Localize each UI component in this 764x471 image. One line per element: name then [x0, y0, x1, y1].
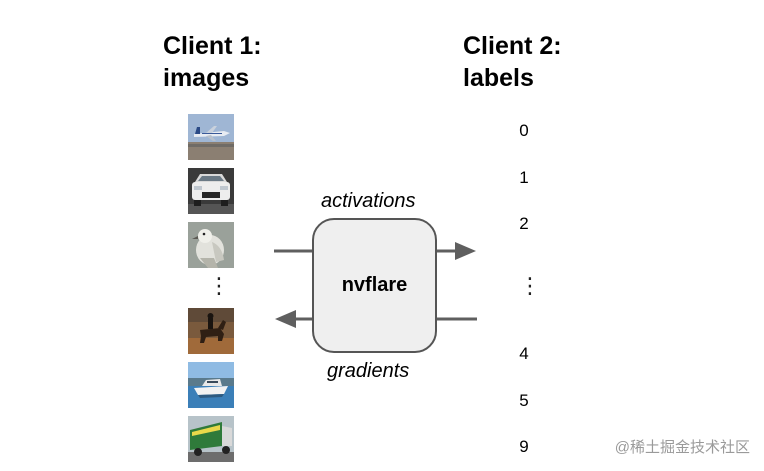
- gradients-arrowhead: [275, 310, 296, 328]
- labels-ellipsis: ⋮: [519, 273, 541, 298]
- airplane-image: [188, 114, 234, 160]
- label-5: 5: [519, 391, 529, 410]
- truck-image: [188, 416, 234, 462]
- horse-image: [188, 308, 234, 354]
- label-2: 2: [519, 214, 529, 233]
- client1-heading: Client 1: images: [163, 30, 262, 94]
- automobile-image: [188, 168, 234, 214]
- nvflare-label: nvflare: [341, 274, 408, 296]
- watermark: @稀土掘金技术社区: [614, 439, 750, 456]
- images-ellipsis: ⋮: [208, 273, 230, 298]
- label-4: 4: [519, 344, 529, 363]
- bird-image: [188, 222, 234, 268]
- client1-title: Client 1:: [163, 32, 262, 60]
- activations-label: activations: [321, 190, 416, 212]
- gradients-label: gradients: [327, 360, 410, 382]
- ship-image: [188, 362, 234, 408]
- client2-subtitle: labels: [463, 64, 534, 92]
- label-9: 9: [519, 437, 529, 456]
- nvflare-box: nvflare: [312, 218, 437, 353]
- label-1: 1: [519, 168, 529, 187]
- client2-heading: Client 2: labels: [463, 30, 562, 94]
- client1-subtitle: images: [163, 64, 250, 92]
- client2-title: Client 2:: [463, 32, 562, 60]
- activations-arrowhead: [455, 242, 476, 260]
- label-0: 0: [519, 121, 529, 140]
